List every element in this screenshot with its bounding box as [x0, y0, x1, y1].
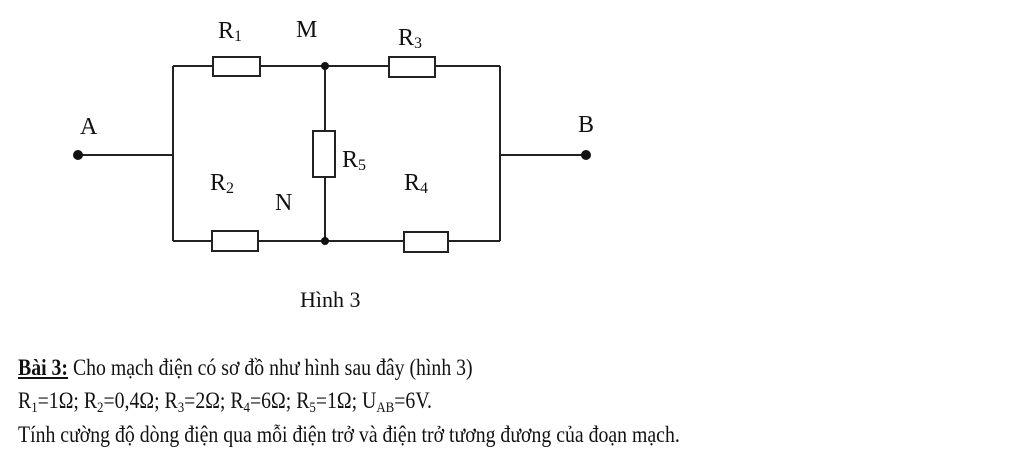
terminal-a: [73, 150, 83, 160]
problem-heading: Bài 3:: [18, 355, 69, 380]
value-r2: R2=0,4Ω;: [83, 388, 165, 416]
label-b: B: [578, 112, 594, 138]
problem-intro: Cho mạch điện có sơ đồ như hình sau đây …: [68, 355, 473, 380]
label-m: M: [296, 17, 317, 43]
label-r2: R2: [210, 170, 234, 197]
value-r4: R4=6Ω;: [230, 388, 297, 416]
label-n: N: [275, 190, 292, 216]
value-r5: R5=1Ω;: [296, 388, 363, 416]
resistor-r3: [388, 56, 436, 78]
label-r4: R4: [404, 170, 428, 197]
terminal-b: [581, 150, 591, 160]
label-a: A: [80, 114, 98, 140]
node-n-dot: [321, 237, 329, 245]
value-uab: UAB=6V.: [362, 388, 433, 416]
resistor-r5: [312, 130, 336, 178]
resistor-r1: [212, 56, 261, 77]
problem-intro-line: Bài 3: Cho mạch điện có sơ đồ như hình s…: [18, 356, 473, 379]
resistor-r2: [211, 230, 259, 252]
value-r3: R3=2Ω;: [164, 388, 231, 416]
figure-caption: Hình 3: [300, 287, 361, 312]
problem-values-line: R1=1Ω; R2=0,4Ω; R3=2Ω; R4=6Ω; R5=1Ω; UAB…: [18, 388, 433, 416]
resistor-r4: [403, 231, 449, 253]
node-m-dot: [321, 62, 329, 70]
problem-question: Tính cường độ dòng điện qua mỗi điện trở…: [18, 422, 680, 447]
value-r1: R1=1Ω;: [18, 388, 84, 416]
label-r5: R5: [342, 147, 366, 174]
label-r1: R1: [218, 18, 242, 45]
label-r3: R3: [398, 25, 422, 52]
